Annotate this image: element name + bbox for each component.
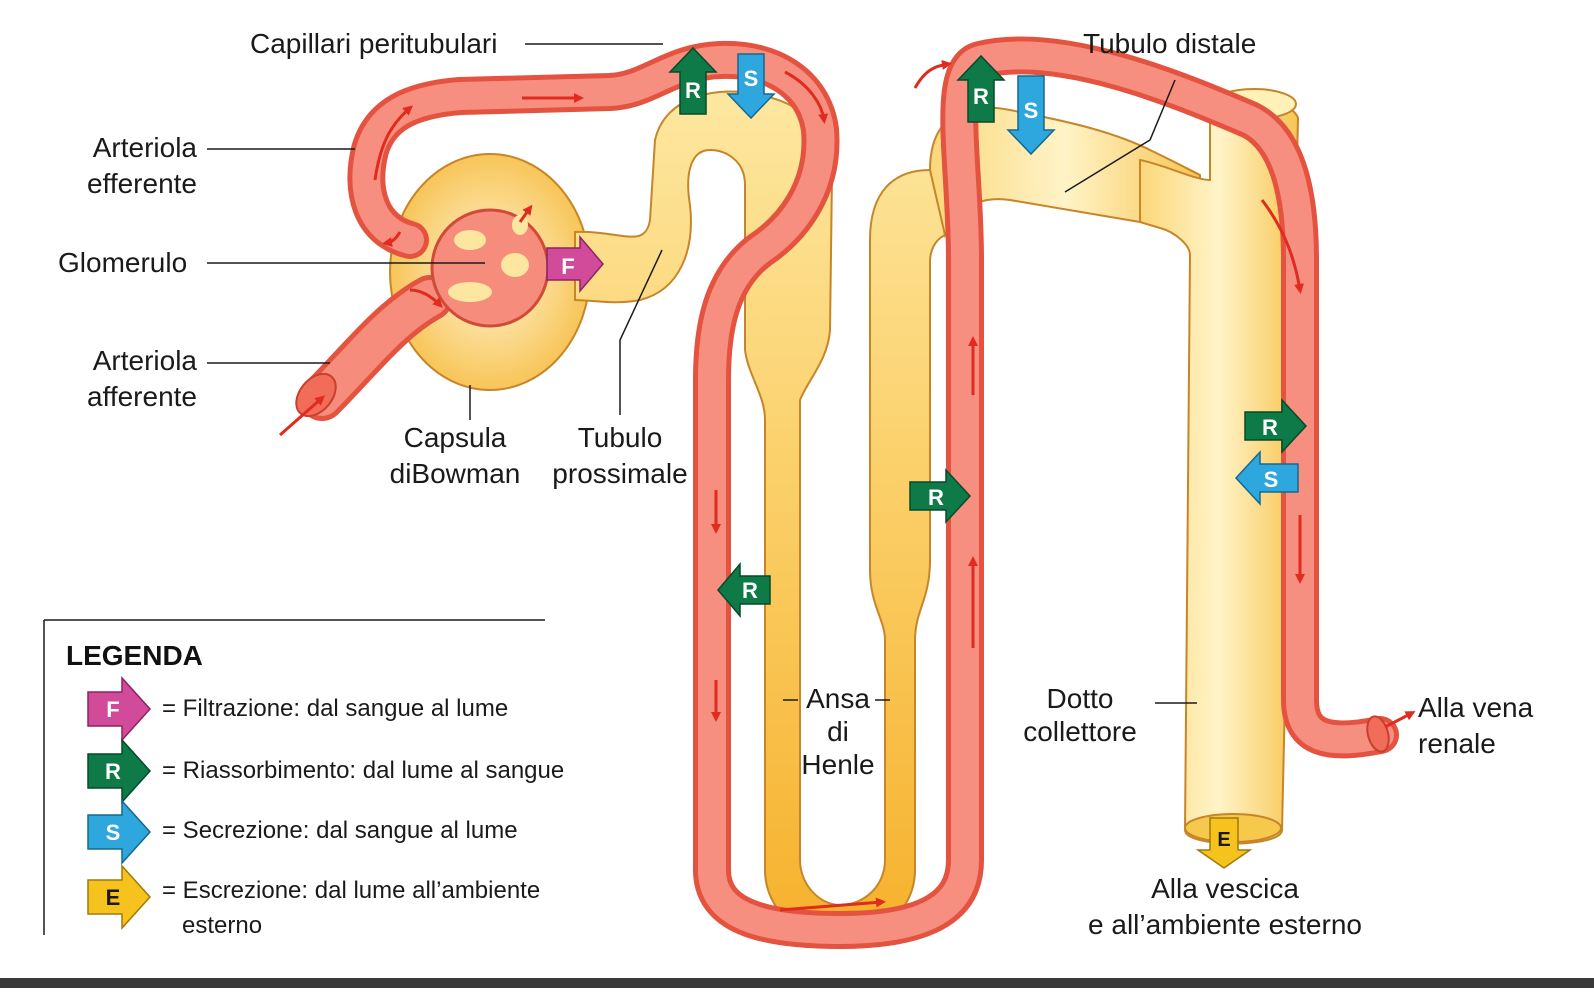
label-capillari-peritubulari: Capillari peritubulari [250, 28, 498, 59]
label-vena-renale: Alla vena renale [1418, 692, 1534, 760]
legend-text-riassorbimento: = Riassorbimento: dal lume al sangue [162, 757, 565, 784]
leader-lines [43, 43, 1197, 935]
r-arrow-right-icon: R [1244, 398, 1308, 454]
process-arrows: F R S R S R R R [546, 46, 1308, 869]
label-ansa-henle: Ansa di Henle [801, 683, 875, 781]
blood-vessels [295, 36, 1399, 949]
label-glomerulo: Glomerulo [58, 247, 188, 278]
legend-text-escrezione: = Escrezione: dal lume all’ambiente este… [162, 877, 541, 939]
s-arrow-down-icon: S [726, 53, 776, 120]
legend-text-secrezione: = Secrezione: dal sangue al lume [162, 817, 518, 844]
r-arrow-up-icon: R [668, 46, 718, 115]
flow-arrows [279, 59, 1416, 912]
diagram-letter-r: R [973, 84, 989, 109]
f-arrow-icon: F [546, 234, 604, 294]
diagram-letter-r: R [928, 485, 944, 510]
legend-e-icon: E [87, 864, 152, 930]
label-capsula-bowman: Capsula diBowman [389, 422, 521, 490]
diagram-letter-r: R [685, 78, 701, 103]
diagram-letter-s: S [744, 66, 759, 91]
r-arrow-up-icon: R [956, 54, 1006, 123]
legend-title: LEGENDA [66, 640, 203, 671]
r-arrow-right-icon: R [909, 468, 972, 524]
label-arteriola-efferente: Arteriola efferente [86, 132, 197, 200]
glomerulus [430, 208, 550, 328]
diagram-letter-e: E [1217, 829, 1230, 851]
diagram-letter-r: R [742, 578, 758, 603]
diagram-letter-r: R [1262, 415, 1278, 440]
legend-f-icon: F [87, 676, 152, 742]
bottom-bar [0, 978, 1594, 988]
diagram-letter-s: S [1024, 98, 1039, 123]
label-vescica: Alla vescica e all’ambiente esterno [1088, 873, 1362, 941]
tubule [389, 88, 1300, 942]
e-arrow-down-icon: E [1195, 817, 1253, 869]
diagram-letter-s: S [1264, 467, 1279, 492]
legend-letter-r: R [105, 759, 121, 784]
label-tubulo-prossimale: Tubulo prossimale [552, 422, 688, 490]
s-arrow-left-icon: S [1234, 450, 1299, 506]
label-arteriola-afferente: Arteriola afferente [86, 345, 197, 413]
legend-s-icon: S [87, 799, 152, 865]
legend-letter-e: E [106, 885, 121, 910]
r-arrow-left-icon: R [717, 561, 771, 619]
legend-letter-s: S [106, 820, 121, 845]
legend-r-icon: R [87, 738, 152, 804]
label-tubulo-distale: Tubulo distale [1083, 28, 1257, 59]
legend-text-filtrazione: = Filtrazione: dal sangue al lume [162, 695, 509, 722]
legend-letter-f: F [106, 697, 119, 722]
legend-arrows: F R S E [87, 676, 152, 930]
label-dotto-collettore: Dotto collettore [1023, 683, 1137, 748]
s-arrow-down-icon: S [1006, 75, 1056, 156]
diagram-letter-f: F [561, 254, 574, 279]
proximal-tubule [574, 90, 947, 942]
